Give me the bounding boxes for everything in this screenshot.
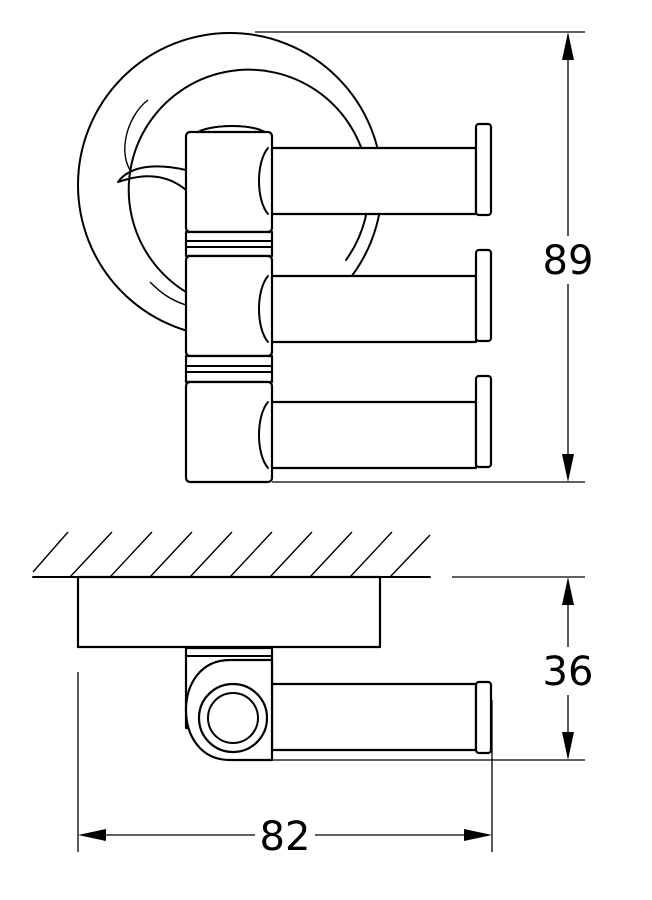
swivel-bushing-outer [197, 682, 269, 754]
height-label: 89 [543, 238, 594, 284]
width-label: 82 [260, 814, 311, 860]
swivel-column [184, 130, 274, 484]
depth-dimension: 36 [255, 576, 594, 761]
hook-arm-2 [258, 248, 493, 344]
depth-label: 36 [543, 649, 594, 695]
mounting-plate [76, 575, 382, 649]
dimension-arrow [562, 732, 574, 760]
dimension-arrow [464, 829, 492, 841]
wall-hatching [32, 531, 431, 578]
front-view [77, 32, 493, 484]
swivel-bushing-inner [207, 692, 259, 744]
dimension-arrow [562, 32, 574, 60]
side-hook-arm [270, 680, 493, 755]
width-dimension: 82 [77, 672, 493, 860]
hook-arm-3 [258, 374, 493, 470]
side-view [32, 531, 493, 762]
height-dimension: 89 [255, 31, 594, 483]
dimension-arrow [562, 454, 574, 482]
dimension-arrow [562, 577, 574, 605]
dimension-arrow [78, 829, 106, 841]
